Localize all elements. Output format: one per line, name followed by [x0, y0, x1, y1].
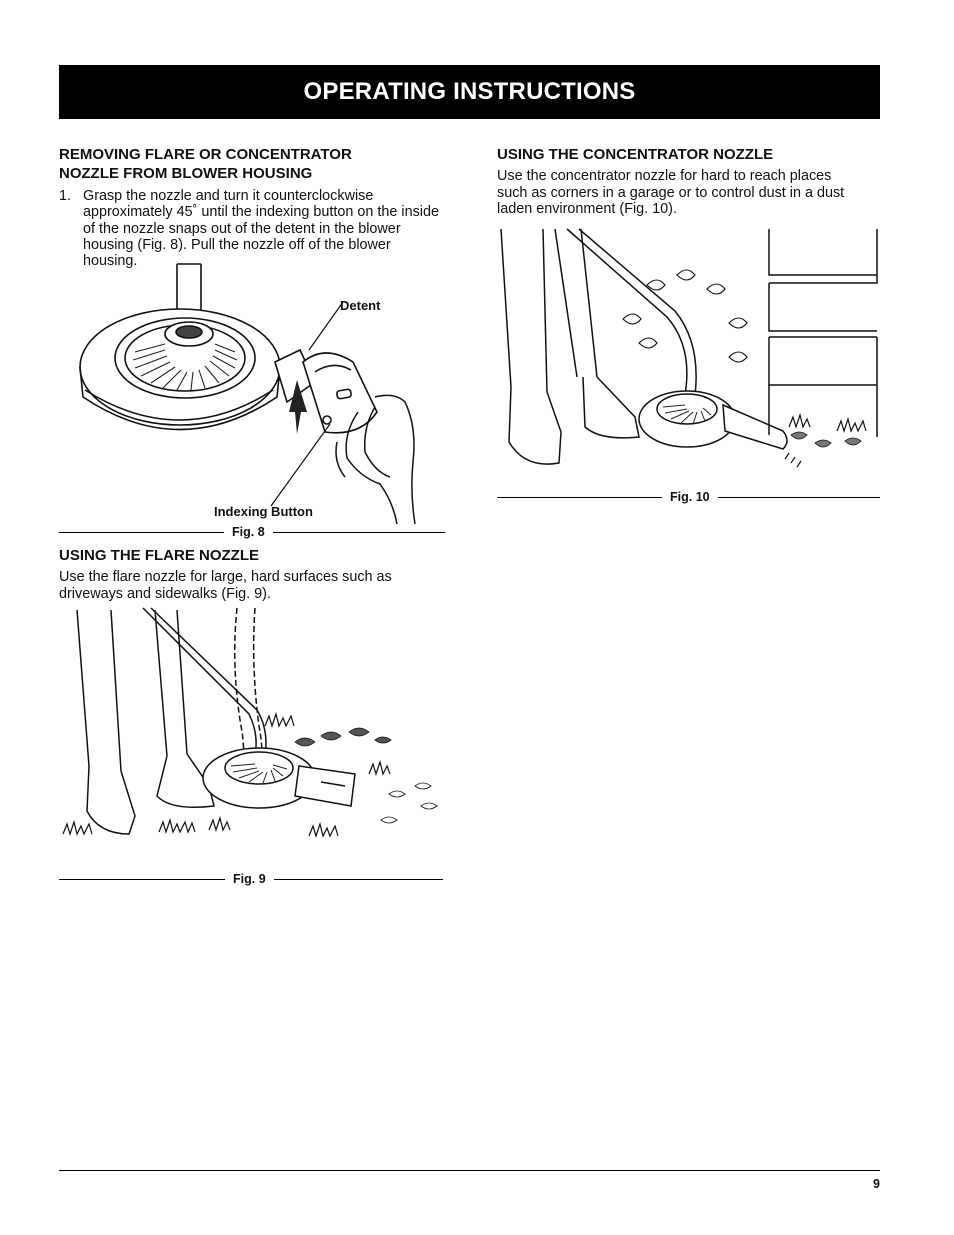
removing-step-1: 1. Grasp the nozzle and turn it counterc… — [59, 188, 449, 269]
fig8-illustration — [75, 262, 425, 524]
fig9-label: Fig. 9 — [233, 872, 266, 886]
caption-rule — [272, 531, 445, 533]
fig9-caption: Fig. 9 — [59, 872, 443, 886]
step-line: Grasp the nozzle and turn it countercloc… — [83, 188, 374, 204]
flare-heading: USING THE FLARE NOZZLE — [59, 547, 259, 564]
concentrator-section: USING THE CONCENTRATOR NOZZLE Use the co… — [497, 145, 880, 218]
step-number: 1. — [59, 188, 72, 204]
body-line: such as corners in a garage or to contro… — [497, 184, 845, 201]
removing-heading: REMOVING FLARE OR CONCENTRATOR NOZZLE FR… — [59, 145, 449, 183]
removing-heading-line2: NOZZLE FROM BLOWER HOUSING — [59, 165, 313, 182]
step-text: Grasp the nozzle and turn it countercloc… — [83, 188, 443, 269]
fig8-caption: Fig. 8 — [59, 525, 445, 539]
page-title: OPERATING INSTRUCTIONS — [303, 78, 636, 105]
body-line: Use the concentrator nozzle for hard to … — [497, 168, 832, 184]
fig9-illustration — [59, 606, 445, 846]
body-line: driveways and sidewalks (Fig. 9). — [59, 585, 271, 602]
page-number: 9 — [873, 1177, 880, 1191]
caption-rule — [717, 496, 880, 498]
section-banner: OPERATING INSTRUCTIONS — [59, 65, 880, 119]
step-line: of the nozzle snaps out of the detent in… — [83, 220, 401, 237]
caption-rule — [497, 496, 662, 498]
concentrator-nozzle-scene — [500, 228, 878, 468]
flare-nozzle-scene — [62, 607, 438, 838]
flare-body: Use the flare nozzle for large, hard sur… — [59, 569, 449, 602]
flare-section: USING THE FLARE NOZZLE Use the flare noz… — [59, 546, 449, 602]
removing-heading-line1: REMOVING FLARE OR CONCENTRATOR — [59, 146, 352, 163]
concentrator-heading: USING THE CONCENTRATOR NOZZLE — [497, 146, 774, 163]
detent-label: Detent — [340, 298, 381, 313]
fig8-label: Fig. 8 — [232, 525, 265, 539]
fig10-label: Fig. 10 — [670, 490, 710, 504]
fig10-caption: Fig. 10 — [497, 490, 880, 504]
concentrator-body: Use the concentrator nozzle for hard to … — [497, 168, 880, 218]
step-line: approximately 45˚ until the indexing but… — [83, 204, 439, 221]
caption-rule — [273, 878, 443, 880]
indexing-button-label: Indexing Button — [214, 504, 313, 519]
caption-rule — [59, 878, 225, 880]
step-line: housing (Fig. 8). Pull the nozzle off of… — [83, 236, 391, 270]
removing-section: REMOVING FLARE OR CONCENTRATOR NOZZLE FR… — [59, 145, 449, 183]
caption-rule — [59, 531, 224, 533]
body-line: laden environment (Fig. 10). — [497, 201, 677, 217]
blower-housing-drawing — [79, 263, 416, 524]
fig10-illustration — [497, 227, 880, 475]
footer-rule — [59, 1170, 880, 1171]
body-line: Use the flare nozzle for large, hard sur… — [59, 569, 392, 585]
